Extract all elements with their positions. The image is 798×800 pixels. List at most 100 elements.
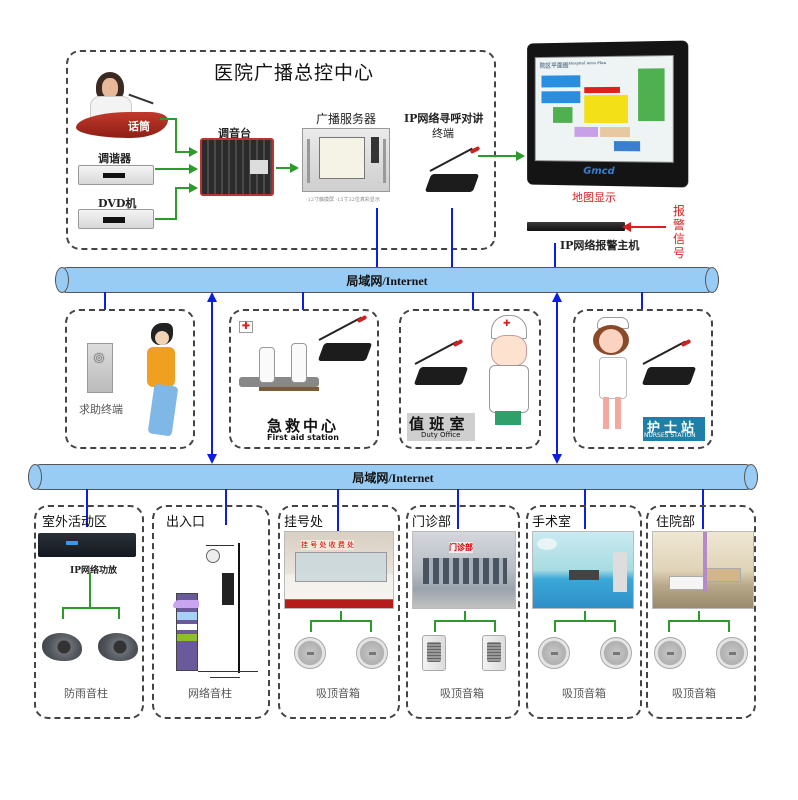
arrow-icon: [290, 163, 299, 173]
control-center-box: [66, 50, 496, 250]
link-intercom-network: [451, 208, 453, 268]
rainproof-speaker-icon: [98, 633, 138, 661]
zone-title: 挂号处: [284, 515, 324, 530]
intercom-terminal: [635, 338, 705, 391]
arrow-icon: [516, 151, 525, 161]
camera-icon: [206, 549, 220, 563]
zone-registration: 挂号处 挂 号 处 收 费 处 吸顶音箱: [278, 505, 400, 719]
network-column-speaker: [222, 573, 234, 605]
intercom-terminal: [407, 338, 473, 391]
tuner-label: 调谐器: [98, 152, 131, 165]
inpatient-ward-photo: [652, 531, 754, 609]
rainproof-speaker-icon: [42, 633, 82, 661]
network-label: 局域网/Internet: [346, 274, 428, 288]
network-pipe-lower: 局域网/Internet: [28, 464, 758, 490]
zone-title: 出入口: [166, 515, 206, 530]
ip-alarm-host-device: [527, 222, 625, 231]
announcer-illustration: [76, 68, 168, 138]
operating-room-photo: [532, 531, 634, 609]
monitor-brand: Gmcd: [583, 165, 615, 178]
dvd-device: [78, 209, 154, 229]
speaker-label: 吸顶音箱: [440, 687, 484, 700]
distressed-person-illustration: [133, 319, 189, 445]
stretcher-illustration: [239, 339, 331, 407]
registration-photo: 挂 号 处 收 费 处: [284, 531, 394, 609]
ceiling-speaker-icon: [538, 637, 570, 669]
first-aid-label-en: First aid station: [267, 433, 339, 442]
zone-outdoor-activity: 室外活动区 IP网络功放 防雨音柱: [34, 505, 144, 719]
speaker-label: 吸顶音箱: [316, 687, 360, 700]
server-caption: ·12寸触摸屏 ·15寸32位真彩显示: [306, 197, 380, 203]
zone-entrance: 出入口 网络音柱: [152, 505, 270, 719]
ceiling-speaker-icon: [356, 637, 388, 669]
outpatient-photo: 门诊部: [412, 531, 516, 609]
zone-title: 住院部: [656, 515, 696, 530]
red-cross-flag-icon: ✚: [239, 321, 253, 333]
zone-operating-room: 手术室 吸顶音箱: [526, 505, 642, 719]
arrow-icon: [189, 164, 198, 174]
alarm-signal-label: 报 警 信 号: [672, 204, 685, 260]
mixer-label: 调音台: [218, 127, 251, 140]
ip-amplifier-label: IP网络功放: [70, 566, 117, 576]
map-screen-title: 院区平面图: [539, 62, 569, 70]
alarm-signal-arrow: [628, 226, 666, 228]
ceiling-speaker-icon: [716, 637, 748, 669]
arrow-down-icon: [552, 454, 562, 464]
arrow-up-icon: [552, 292, 562, 302]
zone-inpatient: 住院部 吸顶音箱: [646, 505, 756, 719]
doctor-illustration: ✚: [481, 315, 535, 435]
speaker-label: 吸顶音箱: [672, 687, 716, 700]
ceiling-speaker-icon: [600, 637, 632, 669]
zone-title: 手术室: [532, 515, 572, 530]
first-aid-label-cn: 急救中心: [267, 417, 340, 435]
zone-title: 门诊部: [412, 515, 452, 530]
server-label: 广播服务器: [316, 112, 377, 126]
ceiling-speaker-icon: [654, 637, 686, 669]
zone-help-terminal: 求助终端: [65, 309, 195, 449]
help-terminal-device: [87, 343, 113, 393]
ticket-kiosk: [173, 593, 199, 671]
mixer-device: [200, 138, 274, 196]
arrow-icon: [189, 183, 198, 193]
intercom-terminal: [311, 314, 377, 367]
control-center-title: 医院广播总控中心: [214, 62, 375, 84]
arrow-icon: [622, 222, 631, 232]
network-label: 局域网/Internet: [352, 471, 434, 485]
map-screen: 院区平面图 Hospital Area Plan: [534, 54, 674, 163]
ip-intercom-label: IP网络寻呼对讲: [404, 112, 484, 125]
wall-speaker-icon: [482, 635, 506, 671]
network-pipe-upper: 局域网/Internet: [55, 267, 719, 293]
map-display-label: 地图显示: [572, 191, 616, 204]
zone-first-aid: ✚ 急救中心 First aid station: [229, 309, 379, 449]
mic-label: 话筒: [128, 120, 150, 133]
duty-office-sign: 值 班 室 Duty Office: [407, 413, 475, 441]
speaker-label: 吸顶音箱: [562, 687, 606, 700]
map-display-monitor: 院区平面图 Hospital Area Plan Gmcd: [527, 40, 689, 188]
arrow-icon: [189, 147, 198, 157]
zone-duty-office: ✚ 值 班 室 Duty Office: [399, 309, 541, 449]
link-alarm-network: [554, 243, 556, 268]
nurses-station-sign: 护士站 NURSES STATION: [643, 417, 705, 441]
link-server-network: [376, 208, 378, 268]
alarm-host-label: IP网络报警主机: [560, 239, 640, 252]
tuner-device: [78, 165, 154, 185]
link-bidirectional-left: [211, 300, 213, 460]
ip-intercom-label-line2: 终端: [432, 127, 454, 140]
speaker-label: 防雨音柱: [64, 687, 108, 700]
zone-title: 室外活动区: [42, 515, 108, 530]
help-terminal-label: 求助终端: [79, 403, 123, 416]
arrow-up-icon: [207, 292, 217, 302]
ceiling-speaker-icon: [294, 637, 326, 669]
map-screen-subtitle: Hospital Area Plan: [568, 59, 607, 66]
ip-amplifier-device: [38, 533, 136, 557]
nurse-illustration: [587, 317, 637, 437]
zone-outpatient: 门诊部 门诊部 吸顶音箱: [406, 505, 520, 719]
wall-speaker-icon: [422, 635, 446, 671]
speaker-label: 网络音柱: [188, 687, 232, 700]
zone-nurses-station: 护士站 NURSES STATION: [573, 309, 713, 449]
pole: [238, 543, 240, 673]
broadcast-server-device: [302, 128, 390, 192]
arrow-down-icon: [207, 454, 217, 464]
dvd-label: DVD机: [98, 197, 137, 210]
link-bidirectional-right: [556, 300, 558, 460]
